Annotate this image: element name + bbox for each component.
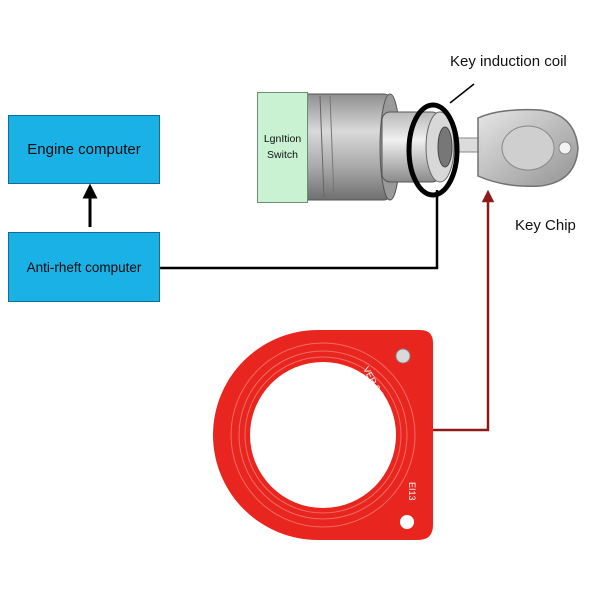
antitheft-computer-label: Anti-rheft computer	[26, 259, 142, 275]
pcb-coil-board	[213, 330, 433, 540]
pcb-to-chip-arrow	[433, 189, 495, 432]
ignition-switch-label: LgnItion Switch	[257, 92, 308, 203]
ignition-switch-label-line1: LgnItion	[263, 132, 302, 145]
key-chip-label: Key Chip	[515, 217, 576, 234]
antitheft-computer-box: Anti-rheft computer	[8, 232, 160, 302]
coil-leader-line	[449, 83, 475, 104]
key-head	[477, 108, 579, 188]
ignition-switch-assembly	[299, 93, 482, 201]
ignition-switch-label-line2: Switch	[267, 148, 298, 161]
pcb-small-text: EI13	[407, 482, 417, 501]
antitheft-to-coil-wire	[160, 190, 439, 270]
engine-computer-label: Engine computer	[27, 141, 141, 158]
engine-computer-box: Engine computer	[8, 115, 160, 184]
key-induction-coil-label: Key induction coil	[450, 53, 567, 70]
key-induction-coil	[406, 102, 460, 198]
